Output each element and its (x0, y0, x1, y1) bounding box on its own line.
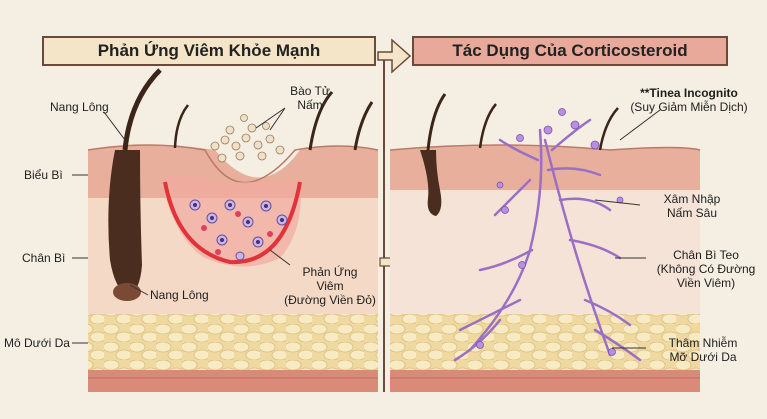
fungal-spore-icon (210, 114, 285, 163)
right-panel-title: Tác Dụng Của Corticosteroid (412, 36, 728, 66)
label-subcutis: Mô Dưới Da (4, 336, 70, 350)
label-tinea-incognito: **Tinea Incognito (Suy Giảm Miễn Dịch) (630, 86, 748, 114)
label-hair-follicle-top: Nang Lông (50, 100, 109, 114)
label-fat-infiltration: Thâm Nhiễm Mỡ Dưới Da (668, 336, 738, 364)
label-epidermis: Biểu Bì (24, 168, 63, 182)
label-fungal-spores: Bào Tử Nấm (290, 84, 330, 112)
label-hair-follicle-bottom: Nang Lông (150, 288, 209, 302)
left-panel-title: Phản Ứng Viêm Khỏe Mạnh (42, 36, 376, 66)
left-skin-block (72, 68, 379, 392)
label-dermis: Chân Bì (22, 251, 66, 265)
hair-icon (108, 68, 374, 301)
inflammation-border (163, 181, 302, 265)
immune-cells (189, 199, 288, 261)
label-deep-invasion: Xâm Nhập Nấm Sâu (663, 192, 721, 220)
label-atrophic-dermis: Chân Bì Teo (Không Có Đường Viền Viêm) (656, 248, 756, 290)
label-inflammation: Phản Ứng Viêm (Đường Viền Đỏ) (284, 265, 376, 307)
right-skin-block (389, 93, 701, 392)
